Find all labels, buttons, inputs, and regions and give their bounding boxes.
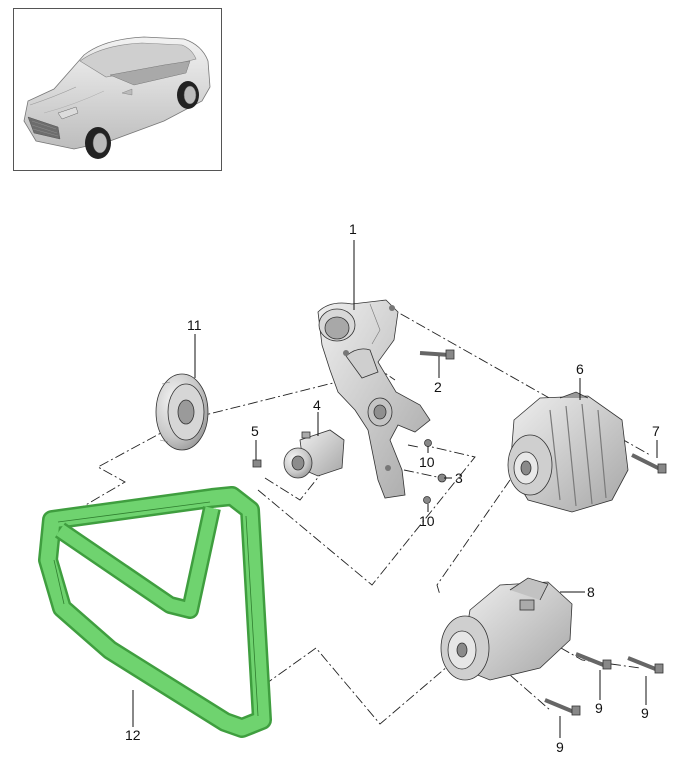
callout-9-a: 9 (595, 700, 603, 716)
callout-7: 7 (652, 423, 660, 439)
bolt-7 (631, 453, 667, 474)
ac-compressor (440, 577, 573, 681)
callout-1: 1 (349, 221, 357, 237)
callout-9-b: 9 (641, 705, 649, 721)
bolt-9c (544, 698, 581, 716)
leader-lines (132, 240, 658, 738)
bolt-10a (424, 439, 432, 447)
callout-11: 11 (187, 317, 202, 333)
vehicle-thumbnail (13, 8, 222, 171)
callout-8: 8 (587, 584, 595, 600)
callout-10-a: 10 (419, 454, 435, 470)
bracket (317, 299, 431, 499)
bolt-9a (575, 652, 612, 670)
callout-5: 5 (251, 423, 259, 439)
callout-2: 2 (434, 379, 442, 395)
bolts (252, 349, 667, 716)
callout-10-b: 10 (419, 513, 435, 529)
vibration-damper (155, 373, 209, 451)
tensioner (283, 429, 345, 479)
car-illustration (23, 36, 211, 159)
callout-numbers: 1 2 3 4 5 6 7 8 9 9 9 10 10 11 12 (125, 221, 660, 755)
bolt-10b (423, 496, 431, 504)
callout-6: 6 (576, 361, 584, 377)
callout-4: 4 (313, 397, 321, 413)
alternator (507, 391, 629, 513)
callout-9-c: 9 (556, 739, 564, 755)
callout-3: 3 (455, 470, 463, 486)
poly-v-belt (38, 486, 272, 738)
bolt-2 (419, 349, 455, 360)
callout-12: 12 (125, 727, 141, 743)
bolt-5 (252, 459, 262, 468)
bolt-9b (627, 656, 664, 674)
